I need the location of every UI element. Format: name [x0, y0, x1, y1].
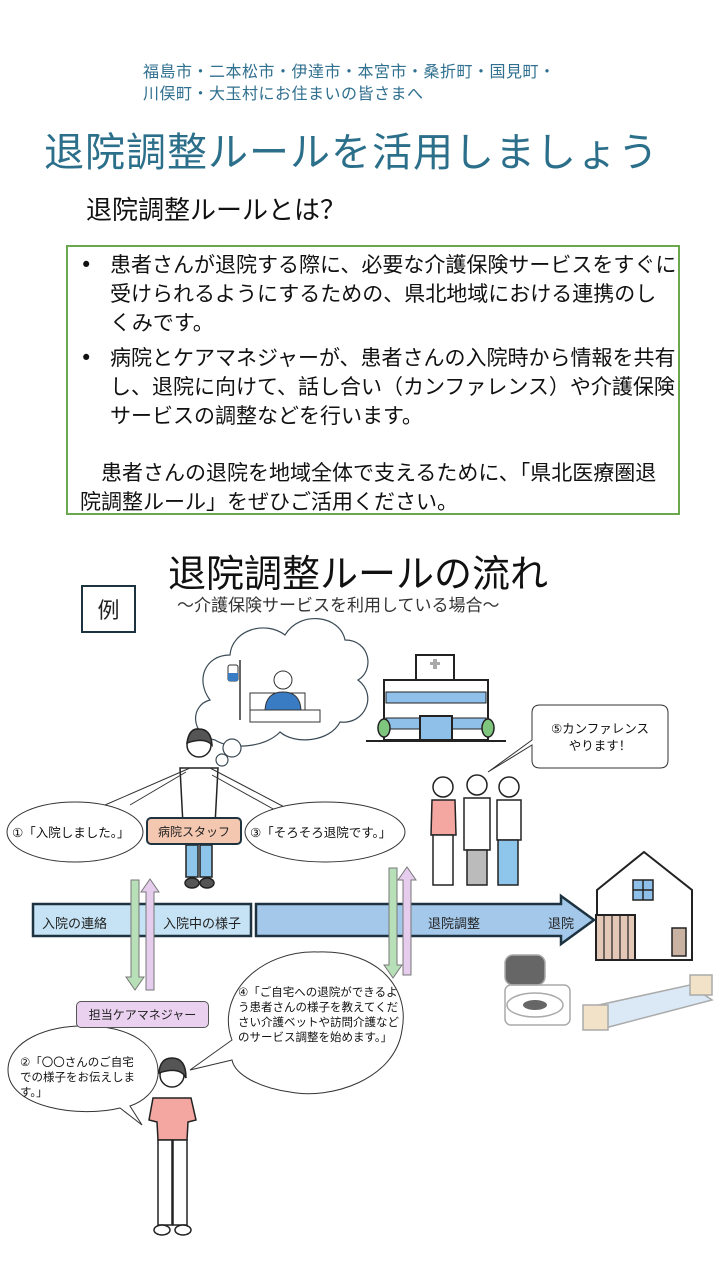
exchange-arrows-right	[383, 866, 417, 979]
bubble-2-text: ②「〇〇さんのご自宅での様子をお伝えします。」	[20, 1055, 135, 1099]
timeline-stage-discharge: 退院	[548, 917, 575, 932]
bubble-4-text: ④「ご自宅への退院ができるよう患者さんの様子を教えてください介護ベットや訪問介護…	[238, 985, 399, 1044]
flow-title: 退院調整ルールの流れ	[168, 552, 549, 596]
home-icon	[595, 850, 693, 961]
bullet-text: 病院とケアマネジャーが、患者さんの入院時から情報を共有し、退院に向けて、話し合い…	[110, 346, 676, 428]
bubble-1-shape	[6, 801, 144, 863]
timeline-stage-admission-contact: 入院の連絡	[42, 917, 108, 932]
bullet-icon: •	[80, 346, 93, 370]
hospital-staff-label: 病院スタッフ	[146, 817, 242, 845]
timeline-stage-during-stay: 入院中の様子	[163, 917, 242, 932]
timeline-arrow-discharge	[254, 893, 597, 947]
info-bullet: • 患者さんが退院する際に、必要な介護保険サービスをすぐに受けられるようにするため…	[68, 251, 678, 338]
info-bullet: • 病院とケアマネジャーが、患者さんの入院時から情報を共有し、退院に向けて、話し合…	[68, 344, 678, 431]
bubble-3-shape	[244, 801, 406, 863]
intro-line-2: 川俣町・大玉村にお住まいの皆さまへ	[143, 84, 424, 103]
timeline-bar-admission	[31, 902, 253, 938]
bubble-2-shape	[7, 1025, 159, 1126]
bubble-5-shape	[487, 704, 669, 773]
bubble-3-text: ③「そろそろ退院です。」	[250, 825, 392, 840]
bubble-4-shape	[189, 951, 404, 1095]
staff-bubble-tails	[104, 767, 291, 811]
bubble-1-text: ①「入院しました。」	[12, 825, 130, 840]
care-manager-figure	[148, 1057, 197, 1236]
hospital-building-icon	[366, 654, 506, 742]
bullet-icon: •	[80, 253, 93, 277]
flow-subtitle: ～介護保険サービスを利用している場合～	[177, 596, 500, 616]
info-bullets: • 患者さんが退院する際に、必要な介護保険サービスをすぐに受けられるようにするため…	[68, 251, 678, 431]
info-box: • 患者さんが退院する際に、必要な介護保険サービスをすぐに受けられるようにするため…	[66, 245, 680, 515]
closing-text: 患者さんの退院を地域全体で支えるために、「県北医療圏退院調整ルール」をぜひご活用…	[80, 461, 657, 514]
care-manager-label: 担当ケアマネジャー	[76, 1001, 209, 1028]
main-title: 退院調整ルールを活用しましょう	[44, 130, 659, 176]
section-title: 退院調整ルールとは？	[86, 196, 347, 226]
intro-text: 福島市・二本松市・伊達市・本宮市・桑折町・国見町・ 川俣町・大玉村にお住まいの皆…	[143, 61, 556, 105]
patient-in-bed-icon	[227, 660, 321, 723]
example-label: 例	[81, 585, 136, 633]
hospital-staff-figure	[179, 728, 219, 889]
care-equipment-icon	[504, 954, 714, 1031]
bullet-text: 患者さんが退院する際に、必要な介護保険サービスをすぐに受けられるようにするための…	[110, 253, 677, 335]
intro-line-1: 福島市・二本松市・伊達市・本宮市・桑折町・国見町・	[143, 62, 556, 81]
conference-staff-figures	[430, 774, 522, 886]
exchange-arrows-left	[125, 878, 160, 991]
bubble-5-text: ⑤カンファレンスやります！	[550, 721, 650, 753]
timeline-stage-discharge-coordination: 退院調整	[428, 917, 481, 932]
